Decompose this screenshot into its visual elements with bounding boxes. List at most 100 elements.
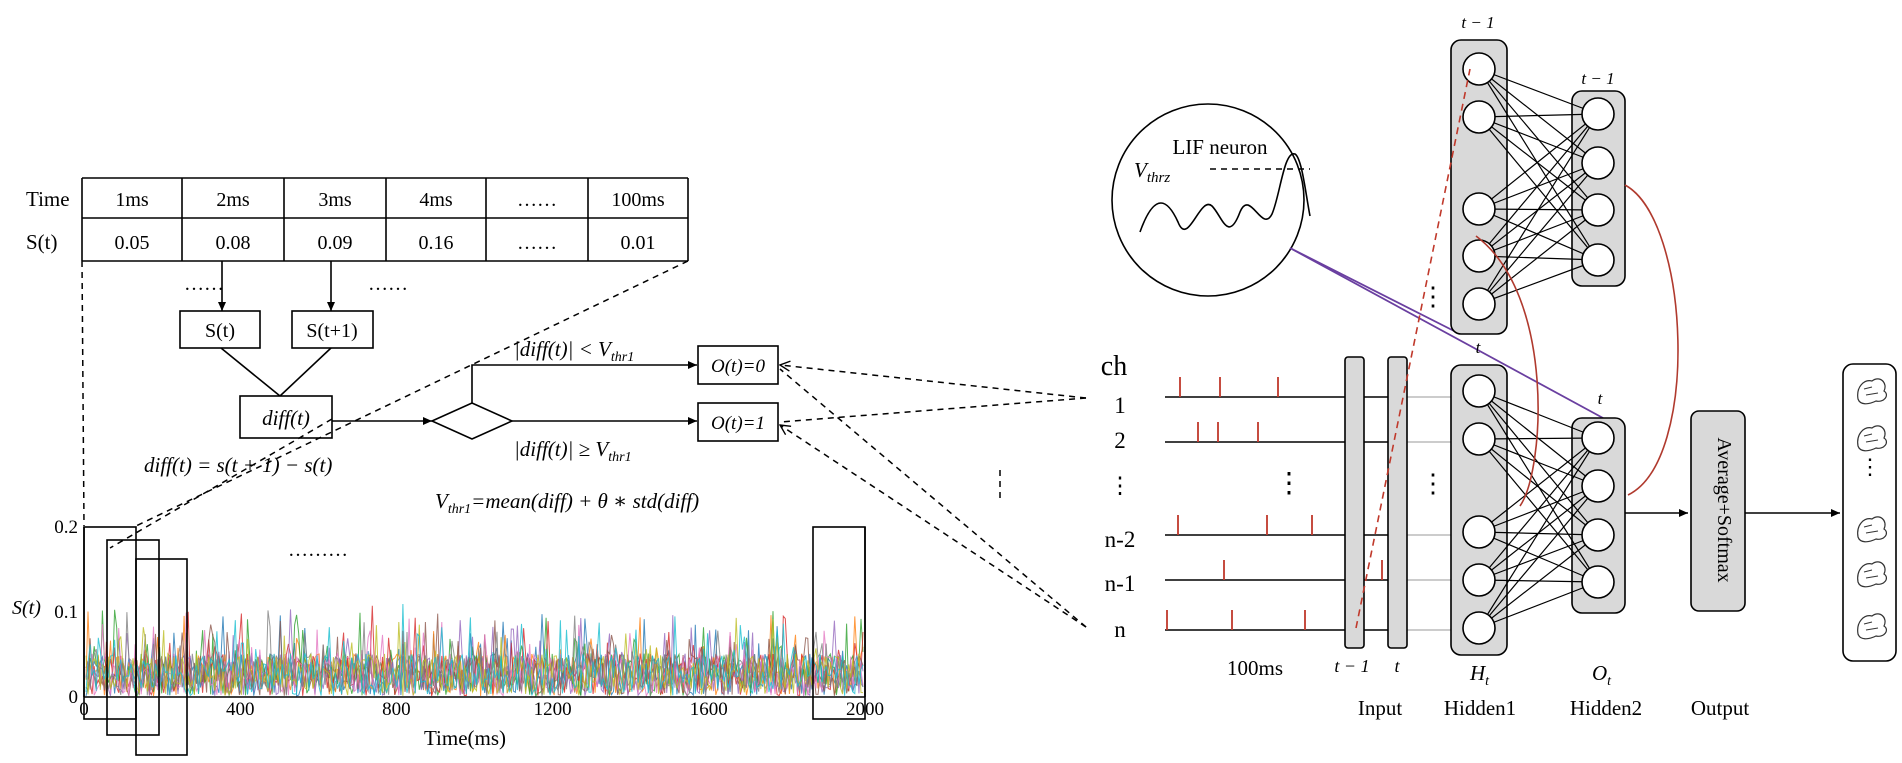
st1-box-label: S(t+1) — [306, 320, 357, 342]
signal-series-9 — [85, 603, 864, 697]
lif-label: LIF neuron — [1172, 135, 1268, 159]
table-time-cell: 3ms — [318, 189, 352, 211]
table-time-cell: 4ms — [419, 189, 453, 211]
synapse — [1478, 113, 1599, 257]
gesture-vdots: ⋮ — [1859, 454, 1881, 479]
hidden1-neuron — [1462, 563, 1496, 597]
synapse — [1478, 438, 1599, 487]
synapse — [1478, 209, 1599, 305]
hidden2-time-label-lower: t — [1598, 389, 1604, 408]
channel-label: ch — [1101, 351, 1127, 382]
ot-label: Ot — [1592, 661, 1612, 689]
synapse — [1478, 68, 1599, 261]
hidden1-neuron — [1462, 287, 1496, 321]
hidden1-neuron — [1462, 192, 1496, 226]
synapse — [1478, 116, 1599, 164]
hidden2-neuron — [1581, 146, 1615, 180]
hidden1-time-label-upper: t − 1 — [1461, 13, 1494, 32]
synapse — [1478, 113, 1599, 210]
hidden1-neuron — [1462, 515, 1496, 549]
output-block: Average+Softmax ⋮ — [1690, 363, 1897, 662]
input-time-label-0: t − 1 — [1334, 656, 1369, 676]
synapse — [1478, 437, 1599, 533]
synapse — [1478, 259, 1599, 305]
chart-ytick: 0.1 — [54, 602, 78, 623]
average-softmax-label: Average+Softmax — [1713, 437, 1735, 582]
table-ellipsis-right: …… — [368, 273, 408, 295]
table-value-cell: 0.01 — [621, 232, 656, 254]
synapse — [1478, 485, 1599, 629]
synapse — [1478, 255, 1599, 261]
recurrent-link-h2 — [1624, 184, 1679, 496]
lif-link-2 — [1289, 247, 1604, 419]
table-value-cell: 0.16 — [419, 232, 454, 254]
hidden2-t — [1571, 417, 1626, 614]
table-row-label-time: Time — [26, 187, 70, 211]
out1-box — [697, 402, 779, 442]
hidden2-t-minus-1 — [1571, 90, 1626, 287]
hidden2-time-label-upper: t − 1 — [1581, 69, 1614, 88]
channel-label: n — [1114, 617, 1126, 642]
synapse — [1478, 581, 1599, 629]
hand-gesture-icon — [1857, 378, 1888, 405]
duration-label: 100ms — [1227, 656, 1283, 680]
channel-label: ⋮ — [1109, 473, 1132, 498]
hidden2-neuron — [1581, 565, 1615, 599]
lif-link-1 — [1289, 247, 1461, 335]
synapse — [1478, 438, 1599, 583]
synapse — [1478, 437, 1599, 440]
cond-low-label: |diff(t)| < Vthr1 — [514, 337, 634, 365]
table-value-cell: 0.05 — [115, 232, 150, 254]
input-col-t-minus-1 — [1344, 356, 1365, 649]
table-value-cell: 0.09 — [318, 232, 353, 254]
hidden1-neuron — [1462, 100, 1496, 134]
hidden2-neuron — [1581, 421, 1615, 455]
hidden1-neuron — [1462, 422, 1496, 456]
hidden1-neuron — [1462, 239, 1496, 273]
hidden2-neuron — [1581, 97, 1615, 131]
channel-label: n-2 — [1105, 527, 1136, 552]
synapse — [1478, 162, 1599, 210]
out0-box — [697, 345, 779, 385]
synapse — [1478, 68, 1599, 115]
synapse — [1478, 437, 1599, 581]
out1-label: O(t)=1 — [711, 413, 765, 434]
diff-box-label: diff(t) — [262, 406, 310, 430]
hidden2-neuron — [1581, 193, 1615, 227]
layer-name-hidden1: Hidden1 — [1444, 696, 1516, 720]
vthr-formula: Vthr1=mean(diff) + θ ∗ std(diff) — [435, 489, 699, 517]
synapse — [1478, 162, 1599, 305]
window-box-last — [812, 526, 866, 720]
table-ellipsis-left: …… — [184, 273, 224, 295]
table-time-cell: 1ms — [115, 189, 149, 211]
input-layer: t − 1 t ⋮ ⋮ — [1334, 282, 1446, 676]
channels-vdots: ⋮ — [1275, 468, 1303, 499]
st1-box — [291, 310, 374, 349]
average-softmax-box — [1690, 410, 1746, 612]
table-time-cell: …… — [517, 189, 557, 211]
layer-names: Input Hidden1 Hidden2 Output — [1358, 696, 1749, 720]
hidden1-neuron — [1462, 52, 1496, 86]
hidden-layers: t − 1 t − 1 t t Ht Ot — [1355, 13, 1688, 689]
chart-xtick: 800 — [382, 699, 411, 720]
signal-series-8 — [85, 617, 864, 697]
window-box-3 — [135, 558, 188, 756]
dashed-connectors — [81, 260, 1087, 628]
hand-gesture-icon — [1857, 516, 1888, 543]
input-col-t — [1387, 356, 1408, 649]
synapse — [1478, 534, 1599, 629]
out0-label: O(t)=0 — [711, 356, 765, 377]
gesture-classes-panel — [1842, 363, 1897, 662]
chart-dots: ……… — [288, 539, 348, 561]
hidden1-neuron — [1462, 611, 1496, 645]
chart-xlabel: Time(ms) — [424, 726, 506, 750]
lif-neuron: LIF neuron Vthrz — [1111, 103, 1604, 419]
table-time-cell: 2ms — [216, 189, 250, 211]
lif-vthr-label: Vthrz — [1134, 158, 1170, 186]
channel-label: n-1 — [1105, 571, 1136, 596]
chart-ytick: 0 — [69, 687, 79, 708]
hidden1-neuron — [1462, 374, 1496, 408]
table-value-cell: …… — [517, 232, 557, 254]
synapse — [1478, 116, 1599, 211]
